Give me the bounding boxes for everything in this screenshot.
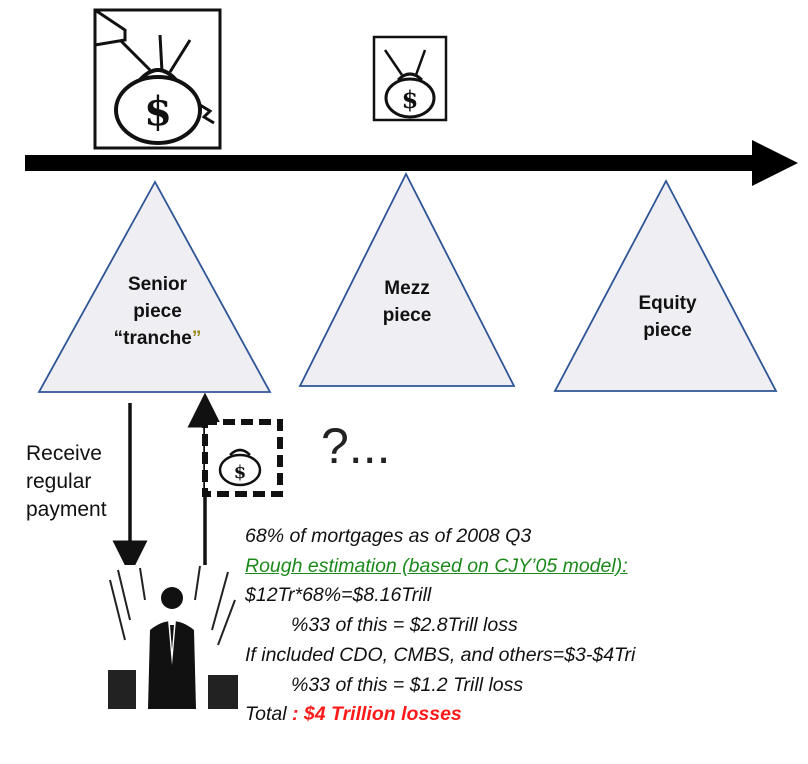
notes-total-line: Total : $4 Trillion losses — [245, 703, 462, 726]
receive-payment-label: Receive regular payment — [26, 442, 107, 521]
question-text: ?... — [321, 418, 391, 474]
notes-line: $12Tr*68%=$8.16Trill — [245, 584, 432, 607]
notes-line: %33 of this = $1.2 Trill loss — [291, 673, 524, 696]
senior-tranche-label: Senior piece “tranche” — [113, 274, 202, 349]
senior-tranche-triangle — [37, 180, 272, 393]
equity-tranche-triangle — [553, 179, 778, 392]
money-bag-icon: $ — [372, 35, 448, 122]
svg-text:$: $ — [234, 462, 247, 483]
investor-image — [108, 565, 238, 709]
timeline-arrow — [25, 140, 798, 186]
dashed-money-bag-icon: $ — [202, 419, 283, 497]
notes-heading: Rough estimation (based on CJY’05 model)… — [245, 554, 628, 577]
equity-tranche-label: Equity piece — [638, 293, 697, 341]
notes-line: %33 of this = $2.8Trill loss — [291, 614, 518, 637]
svg-text:$: $ — [402, 85, 419, 114]
svg-text:$: $ — [144, 88, 172, 135]
money-bag-icon: $ — [93, 8, 222, 150]
notes-line: If included CDO, CMBS, and others=$3-$4T… — [245, 643, 636, 666]
mezz-tranche-triangle — [298, 172, 516, 387]
loss-estimation-notes: 68% of mortgages as of 2008 Q3 Rough est… — [245, 522, 635, 730]
mezz-tranche-label: Mezz piece — [382, 278, 432, 326]
notes-line: 68% of mortgages as of 2008 Q3 — [245, 525, 532, 547]
